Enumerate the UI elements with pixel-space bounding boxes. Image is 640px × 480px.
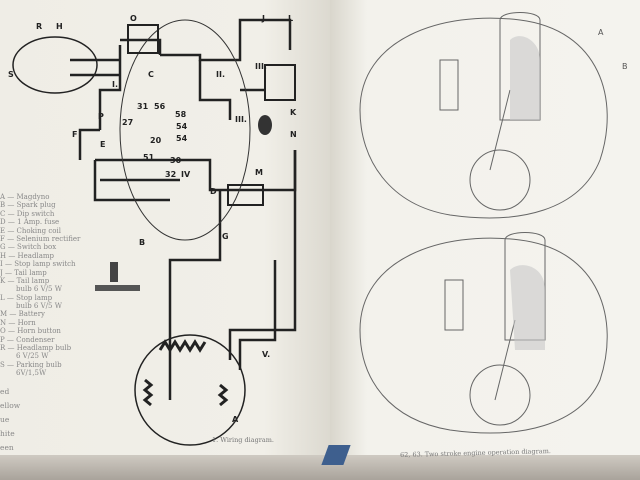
diagram-label: A xyxy=(232,415,239,424)
diagram-label: N xyxy=(290,130,297,139)
legend-item: B — Spark plug xyxy=(0,201,56,210)
legend-item: G — Switch box xyxy=(0,243,57,252)
diagram-label: 51 xyxy=(143,153,155,162)
legend-item: S — Parking bulb xyxy=(0,360,62,369)
left-page xyxy=(0,0,330,480)
legend-item: R — Headlamp bulb xyxy=(0,344,72,353)
diagram-label: IV xyxy=(181,170,191,179)
diagram-label: 31 xyxy=(137,102,149,111)
legend-item: D — 1 Amp. fuse xyxy=(0,218,60,227)
legend-item-sub: bulb 6 V/5 W xyxy=(16,302,62,311)
engine-label: B xyxy=(622,62,628,71)
diagram-label: K xyxy=(290,108,297,117)
diagram-label: III. xyxy=(235,115,247,124)
diagram-label: L xyxy=(288,14,294,23)
diagram-label: E xyxy=(100,140,106,149)
diagram-label: 27 xyxy=(122,118,134,127)
legend-item: N — Horn xyxy=(0,318,36,327)
legend-item-sub: 6V/1,5W xyxy=(16,369,47,378)
diagram-label: 54 xyxy=(176,134,188,143)
wiring-caption: 1. Wiring diagram. xyxy=(212,436,275,444)
diagram-label: 20 xyxy=(150,136,162,145)
diagram-label: S xyxy=(8,70,14,79)
legend-item: E — Choking coil xyxy=(0,226,61,235)
diagram-label: M xyxy=(255,168,263,177)
wire-color-legend: ed ellow ue hite een xyxy=(0,385,20,455)
diagram-label: P xyxy=(98,112,104,121)
legend-item: J — Tail lamp xyxy=(0,268,47,277)
diagram-label: C xyxy=(148,70,154,79)
legend-item: P — Condenser xyxy=(0,335,55,344)
diagram-label: F xyxy=(72,130,78,139)
legend-item: C — Dip switch xyxy=(0,209,55,218)
diagram-label: D xyxy=(210,187,217,196)
color-item: ed xyxy=(0,387,10,396)
diagram-label: 56 xyxy=(154,102,166,111)
diagram-label: I. xyxy=(112,80,119,89)
legend-item: H — Headlamp xyxy=(0,251,54,260)
diagram-label: II. xyxy=(216,70,225,79)
legend-item: L — Stop lamp xyxy=(0,293,53,302)
legend-item: M — Battery xyxy=(0,310,46,319)
book-edge xyxy=(0,455,640,480)
diagram-label: B xyxy=(139,238,146,247)
diagram-label: G xyxy=(222,232,229,241)
color-item: een xyxy=(0,443,14,452)
diagram-label: R xyxy=(36,22,43,31)
legend-item: F — Selenium rectifier xyxy=(0,234,81,243)
legend-item-sub: bulb 6 V/5 W xyxy=(16,285,62,294)
diagram-label: J xyxy=(262,14,265,23)
legend-item: A — Magdyno xyxy=(0,193,50,201)
diagram-label: O xyxy=(130,14,137,23)
engine-label: A xyxy=(598,28,604,37)
color-item: ellow xyxy=(0,401,21,410)
diagram-label: V. xyxy=(262,350,271,359)
color-item: hite xyxy=(0,429,15,438)
diagram-label: 58 xyxy=(175,110,187,119)
color-item: ue xyxy=(0,415,10,424)
diagram-label: III. xyxy=(255,62,267,71)
legend-item: I — Stop lamp switch xyxy=(0,260,76,269)
legend-item-sub: 6 V/25 W xyxy=(16,352,49,361)
legend-item: K — Tail lamp xyxy=(0,276,50,285)
diagram-label: 32 xyxy=(165,170,177,179)
diagram-label: H xyxy=(56,22,63,31)
diagram-label: 30 xyxy=(170,156,182,165)
legend-item: O — Horn button xyxy=(0,327,61,336)
right-page xyxy=(330,0,640,480)
diagram-label: 54 xyxy=(176,122,188,131)
